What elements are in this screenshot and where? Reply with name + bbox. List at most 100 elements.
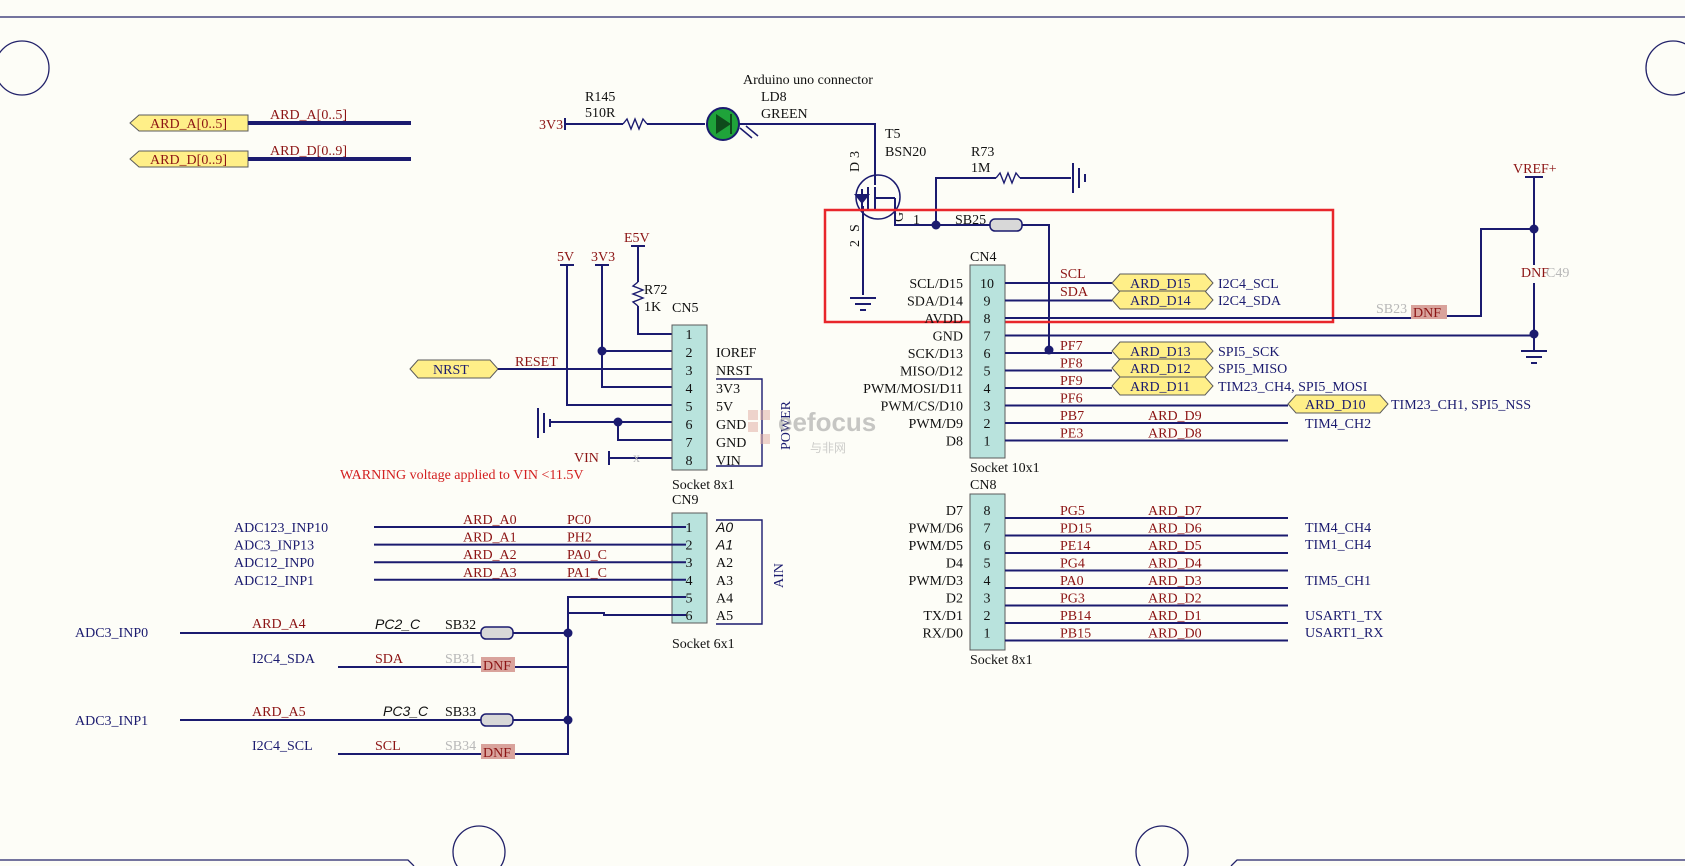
cn8-body: [969, 493, 1006, 651]
cn4-left-10: SCL/D15: [909, 277, 963, 292]
cn8-port-PG4: PG4: [1060, 557, 1085, 572]
no-connect: x: [633, 451, 640, 466]
cn4-left-2: PWM/D9: [909, 417, 963, 432]
cn4-left-3: PWM/CS/D10: [881, 400, 963, 415]
svg-text:SCL: SCL: [375, 739, 401, 754]
cn8-net-ARD_D1: ARD_D1: [1148, 609, 1202, 624]
svg-text:I2C4_SCL: I2C4_SCL: [252, 739, 313, 754]
cn8-pin-5: 5: [984, 557, 991, 572]
cn4-net-d9: ARD_D9: [1148, 409, 1202, 424]
led-color: GREEN: [761, 107, 808, 122]
cn5-pin-5: 5: [686, 400, 693, 415]
cn8-pin-2: 2: [984, 609, 991, 624]
net-vin: VIN: [574, 451, 599, 466]
cn5-group-power: POWER: [779, 400, 794, 450]
cn9-sig-2: ADC12_INP0: [234, 556, 314, 571]
cn8-net-ARD_D4: ARD_D4: [1148, 557, 1202, 572]
func-usart1-rx: USART1_RX: [1305, 626, 1384, 641]
cn8-left-8: D7: [946, 504, 963, 519]
cn5-pin-7: 7: [686, 436, 693, 451]
cn8-port-PB14: PB14: [1060, 609, 1091, 624]
func-i2c4-sda: I2C4_SDA: [1218, 294, 1282, 309]
svg-text:SB33: SB33: [445, 705, 476, 720]
cn9-pin-6: 6: [686, 609, 693, 624]
cn8-pin-6: 6: [984, 539, 991, 554]
cn5-desc: Socket 8x1: [672, 478, 735, 493]
cn4-port-PF6: PF6: [1060, 392, 1083, 407]
cn4-left-5: MISO/D12: [900, 365, 963, 380]
dnf-sb23: [1411, 305, 1447, 319]
port-d11: ARD_D11: [1111, 376, 1214, 396]
cn4-port-PF7: PF7: [1060, 339, 1083, 354]
svg-text:ARD_D13: ARD_D13: [1130, 345, 1191, 360]
net-3v3: 3V3: [591, 250, 615, 265]
vin-warning: WARNING voltage applied to VIN <11.5V: [340, 468, 584, 483]
r73-ref: R73: [971, 145, 994, 160]
cn8-pin-7: 7: [984, 522, 991, 537]
t5-pin-s: S: [848, 224, 863, 232]
cn4-left-1: D8: [946, 435, 963, 450]
t5-pin-3: 3: [848, 151, 863, 158]
sheet-title: Arduino uno connector: [743, 73, 873, 88]
svg-text:SB34: SB34: [445, 739, 476, 754]
jumper-sb25[interactable]: [989, 218, 1023, 232]
svg-text:ARD_D10: ARD_D10: [1305, 398, 1366, 413]
cn9-port-1: PH2: [567, 531, 592, 546]
cn5-body: [671, 324, 708, 471]
cn9-desc: Socket 6x1: [672, 637, 735, 652]
cn9-pin-4: 4: [686, 574, 693, 589]
cn4-pin-4: 4: [984, 382, 991, 397]
svg-text:与非网: 与非网: [810, 441, 846, 455]
func-tim23-ch4: TIM23_CH4, SPI5_MOSI: [1218, 380, 1368, 395]
svg-text:I2C4_SDA: I2C4_SDA: [252, 652, 316, 667]
svg-text:SDA: SDA: [375, 652, 404, 667]
r72-ref: R72: [644, 283, 667, 298]
svg-text:ARD_A5: ARD_A5: [252, 705, 306, 720]
ground-t5: [850, 297, 876, 311]
cn9-pin-3: 3: [686, 556, 693, 571]
cn8-left-4: PWM/D3: [909, 574, 963, 589]
t5-pin-g: G: [892, 212, 907, 222]
cn4-desc: Socket 10x1: [970, 461, 1040, 476]
cn4-ref: CN4: [970, 250, 996, 265]
cn5-pin-6: 6: [686, 418, 693, 433]
jumper-sb32[interactable]: [480, 626, 514, 640]
cn9-label-4: A3: [716, 574, 733, 589]
cn4-pin-2: 2: [984, 417, 991, 432]
cn8-left-7: PWM/D6: [909, 522, 963, 537]
cn9-net-3: ARD_A3: [463, 566, 517, 581]
cn8-left-2: TX/D1: [923, 609, 963, 624]
svg-text:ARD_D14: ARD_D14: [1130, 294, 1191, 309]
net-3v3-led: 3V3: [539, 118, 563, 133]
t5-pin-d: D: [848, 162, 863, 172]
cn9-port-3: PA1_C: [567, 566, 607, 581]
ain-sda-jumper: I2C4_SDA SDA SB31 DNF: [252, 633, 569, 674]
cn4-pin-7: 7: [984, 330, 991, 345]
port-d15: ARD_D15: [1111, 273, 1214, 293]
func-tim4-ch2: TIM4_CH2: [1305, 417, 1371, 432]
cn8-port-PG3: PG3: [1060, 592, 1085, 607]
cn5-label-6: GND: [716, 418, 746, 433]
cn8-left-3: D2: [946, 592, 963, 607]
net-reset: RESET: [515, 355, 558, 370]
cn9-net-2: ARD_A2: [463, 548, 517, 563]
cn4-left-7: GND: [933, 330, 963, 345]
cn8-net-ARD_D2: ARD_D2: [1148, 592, 1202, 607]
cn4-pin-8: 8: [984, 312, 991, 327]
cn8-net-ARD_D0: ARD_D0: [1148, 627, 1202, 642]
cn8-net-ARD_D7: ARD_D7: [1148, 504, 1202, 519]
port-d10: ARD_D10: [1287, 394, 1389, 414]
net-5v: 5V: [557, 250, 574, 265]
r145-value: 510R: [585, 106, 616, 121]
cn5-label-4: 3V3: [716, 382, 740, 397]
bus-label-ard-a: ARD_A[0..5]: [270, 108, 347, 123]
cn4-pin-10: 10: [980, 277, 994, 292]
resistor-r145: [622, 117, 648, 131]
cn9-pin-5: 5: [686, 591, 693, 606]
jumper-sb33[interactable]: [480, 713, 514, 727]
cn8-port-PG5: PG5: [1060, 504, 1085, 519]
t5-pin-1: 1: [913, 213, 920, 228]
cn4-pin-5: 5: [984, 365, 991, 380]
cn8-net-ARD_D3: ARD_D3: [1148, 574, 1202, 589]
